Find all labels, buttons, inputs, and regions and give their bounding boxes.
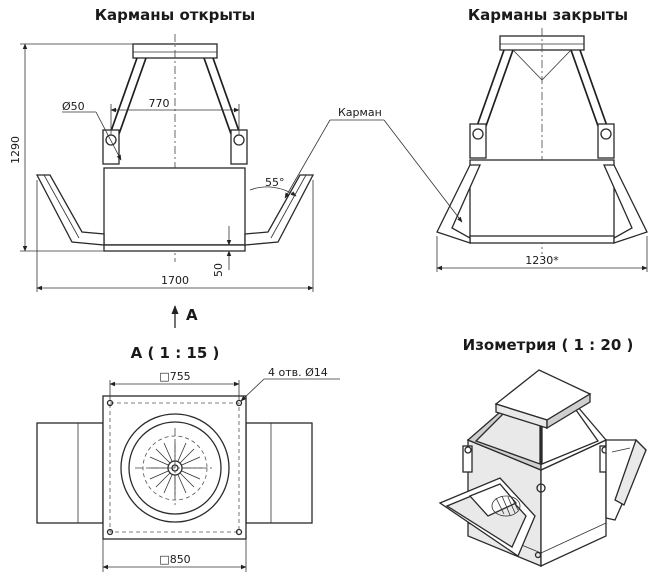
pocket-left-open [35, 174, 105, 246]
dim-gap-50: 50 [212, 263, 225, 277]
outline-755 [109, 402, 240, 533]
pocket-left-plan [36, 422, 104, 524]
support-leg-right [212, 57, 241, 135]
dim-span-770: 770 [149, 97, 170, 110]
title-pockets-closed: Карманы закрыты [468, 6, 628, 24]
support-leg-left [109, 57, 138, 135]
base-plate-850 [102, 395, 247, 540]
dim-square-755: □755 [159, 370, 190, 383]
dim-holes: 4 отв. Ø14 [268, 366, 328, 379]
iso-impeller [491, 495, 521, 517]
dim-square-850: □850 [159, 553, 190, 566]
view-pockets-open: 1290 770 Ø50 55° 50 1700 А [9, 34, 315, 328]
dim-width-1700: 1700 [161, 274, 189, 287]
pocket-right-closed [602, 164, 648, 244]
impeller-outer-ring [120, 413, 230, 523]
view-arrow-a-label: А [186, 306, 198, 324]
title-view-a: А ( 1 : 15 ) [131, 344, 220, 362]
dim-width-1230: 1230* [525, 254, 559, 267]
isometric-view [438, 369, 647, 568]
title-isometry: Изометрия ( 1 : 20 ) [463, 336, 634, 354]
dim-diameter-50: Ø50 [62, 100, 85, 113]
view-pockets-closed: 1230* [436, 28, 648, 272]
dim-angle-55: 55° [265, 176, 285, 189]
dim-height-1290: 1290 [9, 136, 22, 164]
iso-hinge-left [462, 445, 473, 473]
pocket-right-plan [245, 422, 313, 524]
pocket-left-closed [436, 164, 482, 244]
fan-housing [103, 167, 246, 246]
title-pockets-open: Карманы открыты [95, 6, 255, 24]
pocket-callout: Карман [284, 106, 463, 223]
fan-housing-closed [469, 159, 615, 243]
view-a-bottom: □755 □850 4 отв. Ø14 [36, 366, 340, 572]
label-pocket: Карман [338, 106, 382, 119]
